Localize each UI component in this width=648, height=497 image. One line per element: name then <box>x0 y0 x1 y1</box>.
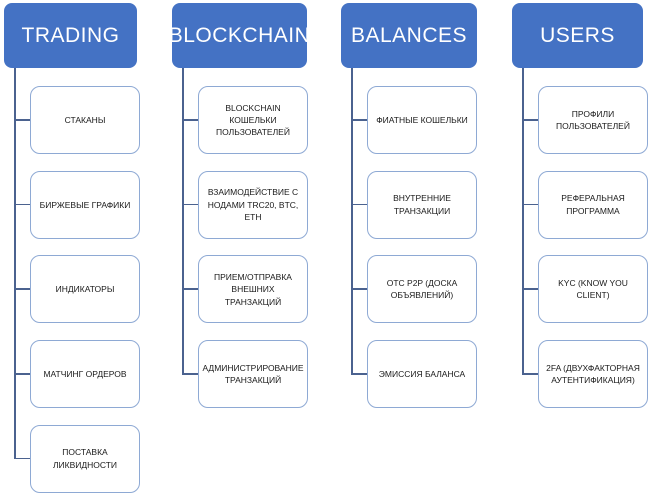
branch-header-users: USERS <box>512 3 643 68</box>
connector-stub-trading-0 <box>14 119 32 121</box>
connector-stub-balances-3 <box>351 373 369 375</box>
branch-node-balances-2: ОТС P2P (ДОСКА ОБЪЯВЛЕНИЙ) <box>367 255 477 324</box>
branch-node-label: РЕФЕРАЛЬНАЯ ПРОГРАММА <box>561 193 625 216</box>
branch-node-trading-0: СТАКАНЫ <box>30 86 140 154</box>
branch-node-trading-1: БИРЖЕВЫЕ ГРАФИКИ <box>30 170 140 239</box>
connector-stub-blockchain-3 <box>182 373 200 375</box>
branch-node-label: ПРОФИЛИ ПОЛЬЗОВАТЕЛЕЙ <box>556 108 630 131</box>
branch-node-label: ПРИЕМ/ОТПРАВКА ВНЕШНИХ ТРАНЗАКЦИЙ <box>214 271 292 307</box>
connector-stub-users-2 <box>522 288 540 290</box>
branch-node-trading-4: ПОСТАВКА ЛИКВИДНОСТИ <box>30 424 140 493</box>
branch-node-users-1: РЕФЕРАЛЬНАЯ ПРОГРАММА <box>538 170 648 239</box>
branch-header-trading: TRADING <box>4 3 137 68</box>
branch-node-balances-1: ВНУТРЕННИЕ ТРАНЗАКЦИИ <box>367 170 477 239</box>
connector-stub-blockchain-0 <box>182 119 200 121</box>
branch-node-blockchain-0: BLOCKCHAIN КОШЕЛЬКИ ПОЛЬЗОВАТЕЛЕЙ <box>198 86 308 154</box>
branch-node-label: МАТЧИНГ ОРДЕРОВ <box>43 368 127 379</box>
connector-stub-trading-3 <box>14 373 32 375</box>
connector-stub-balances-0 <box>351 119 369 121</box>
branch-node-label: ЭМИССИЯ БАЛАНСА <box>378 368 466 379</box>
branch-node-label: ФИАТНЫЕ КОШЕЛЬКИ <box>376 114 468 125</box>
branch-node-label: ОТС P2P (ДОСКА ОБЪЯВЛЕНИЙ) <box>386 278 458 301</box>
branch-node-label: ИНДИКАТОРЫ <box>55 284 115 295</box>
connector-stub-users-0 <box>522 119 540 121</box>
connector-stub-users-3 <box>522 373 540 375</box>
connector-stub-trading-4 <box>14 457 32 460</box>
branch-node-users-2: KYC (KNOW YOU CLIENT) <box>538 255 648 324</box>
branch-node-label: АДМИНИСТРИРОВАНИЕ ТРАНЗАКЦИЙ <box>202 362 304 386</box>
branch-header-balances: BALANCES <box>341 3 477 68</box>
branch-node-label: KYC (KNOW YOU CLIENT) <box>558 278 628 301</box>
branch-node-label: 2FA (ДВУХФАКТОРНАЯ АУТЕНТИФИКАЦИЯ) <box>546 362 640 386</box>
branch-node-users-0: ПРОФИЛИ ПОЛЬЗОВАТЕЛЕЙ <box>538 86 648 154</box>
connector-vline-balances <box>351 68 353 375</box>
branch-node-trading-2: ИНДИКАТОРЫ <box>30 255 140 324</box>
branch-node-label: БИРЖЕВЫЕ ГРАФИКИ <box>39 199 131 210</box>
connector-vline-blockchain <box>182 68 184 375</box>
connector-stub-balances-1 <box>351 203 369 206</box>
branch-node-blockchain-3: АДМИНИСТРИРОВАНИЕ ТРАНЗАКЦИЙ <box>198 340 308 409</box>
connector-stub-balances-2 <box>351 288 369 290</box>
connector-vline-users <box>522 68 524 375</box>
branch-node-balances-3: ЭМИССИЯ БАЛАНСА <box>367 340 477 409</box>
connector-stub-users-1 <box>522 203 540 206</box>
branch-node-label: СТАКАНЫ <box>64 114 106 125</box>
branch-node-blockchain-2: ПРИЕМ/ОТПРАВКА ВНЕШНИХ ТРАНЗАКЦИЙ <box>198 255 308 324</box>
connector-vline-trading <box>14 68 16 459</box>
branch-node-trading-3: МАТЧИНГ ОРДЕРОВ <box>30 340 140 409</box>
branch-node-blockchain-1: ВЗАИМОДЕЙСТВИЕ С НОДАМИ TRC20, BTC, ETH <box>198 170 308 239</box>
connector-stub-trading-2 <box>14 288 32 290</box>
branch-node-label: ВЗАИМОДЕЙСТВИЕ С НОДАМИ TRC20, BTC, ETH <box>207 187 299 222</box>
branch-node-users-3: 2FA (ДВУХФАКТОРНАЯ АУТЕНТИФИКАЦИЯ) <box>538 340 648 409</box>
connector-stub-trading-1 <box>14 203 32 206</box>
branch-node-label: ВНУТРЕННИЕ ТРАНЗАКЦИИ <box>393 193 451 216</box>
connector-stub-blockchain-1 <box>182 203 200 206</box>
branch-node-label: ПОСТАВКА ЛИКВИДНОСТИ <box>52 447 118 470</box>
branch-node-balances-0: ФИАТНЫЕ КОШЕЛЬКИ <box>367 86 477 154</box>
branch-header-blockchain: BLOCKCHAIN <box>169 3 310 68</box>
branch-node-label: BLOCKCHAIN КОШЕЛЬКИ ПОЛЬЗОВАТЕЛЕЙ <box>216 102 290 138</box>
connector-stub-blockchain-2 <box>182 288 200 290</box>
